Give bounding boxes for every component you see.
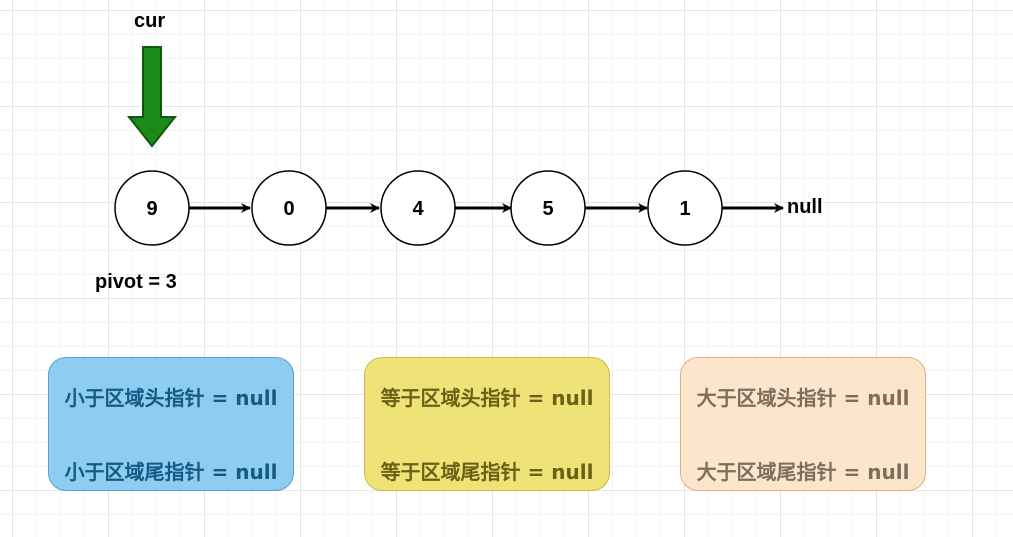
equal-tail-pointer-text: 等于区域尾指针 = null bbox=[380, 460, 594, 484]
cur-label: cur bbox=[134, 10, 166, 32]
equal-region-box: 等于区域头指针 = null 等于区域尾指针 = null bbox=[364, 357, 610, 491]
greater-head-pointer-text: 大于区域头指针 = null bbox=[696, 386, 910, 410]
list-node: 9 bbox=[114, 170, 190, 246]
node-value: 9 bbox=[146, 198, 157, 220]
less-tail-pointer-text: 小于区域尾指针 = null bbox=[64, 460, 278, 484]
less-region-box: 小于区域头指针 = null 小于区域尾指针 = null bbox=[48, 357, 294, 491]
node-value: 1 bbox=[679, 198, 690, 220]
list-node: 4 bbox=[380, 170, 456, 246]
cur-pointer-arrow bbox=[126, 46, 178, 148]
equal-head-pointer-text: 等于区域头指针 = null bbox=[380, 386, 594, 410]
pivot-label: pivot = 3 bbox=[95, 271, 177, 293]
greater-tail-pointer-text: 大于区域尾指针 = null bbox=[696, 460, 910, 484]
null-label: null bbox=[787, 196, 823, 218]
list-node: 5 bbox=[510, 170, 586, 246]
list-node: 0 bbox=[251, 170, 327, 246]
node-value: 4 bbox=[412, 198, 424, 220]
list-node: 1 bbox=[647, 170, 723, 246]
node-value: 0 bbox=[283, 198, 294, 220]
greater-region-box: 大于区域头指针 = null 大于区域尾指针 = null bbox=[680, 357, 926, 491]
node-value: 5 bbox=[542, 198, 553, 220]
less-head-pointer-text: 小于区域头指针 = null bbox=[64, 386, 278, 410]
